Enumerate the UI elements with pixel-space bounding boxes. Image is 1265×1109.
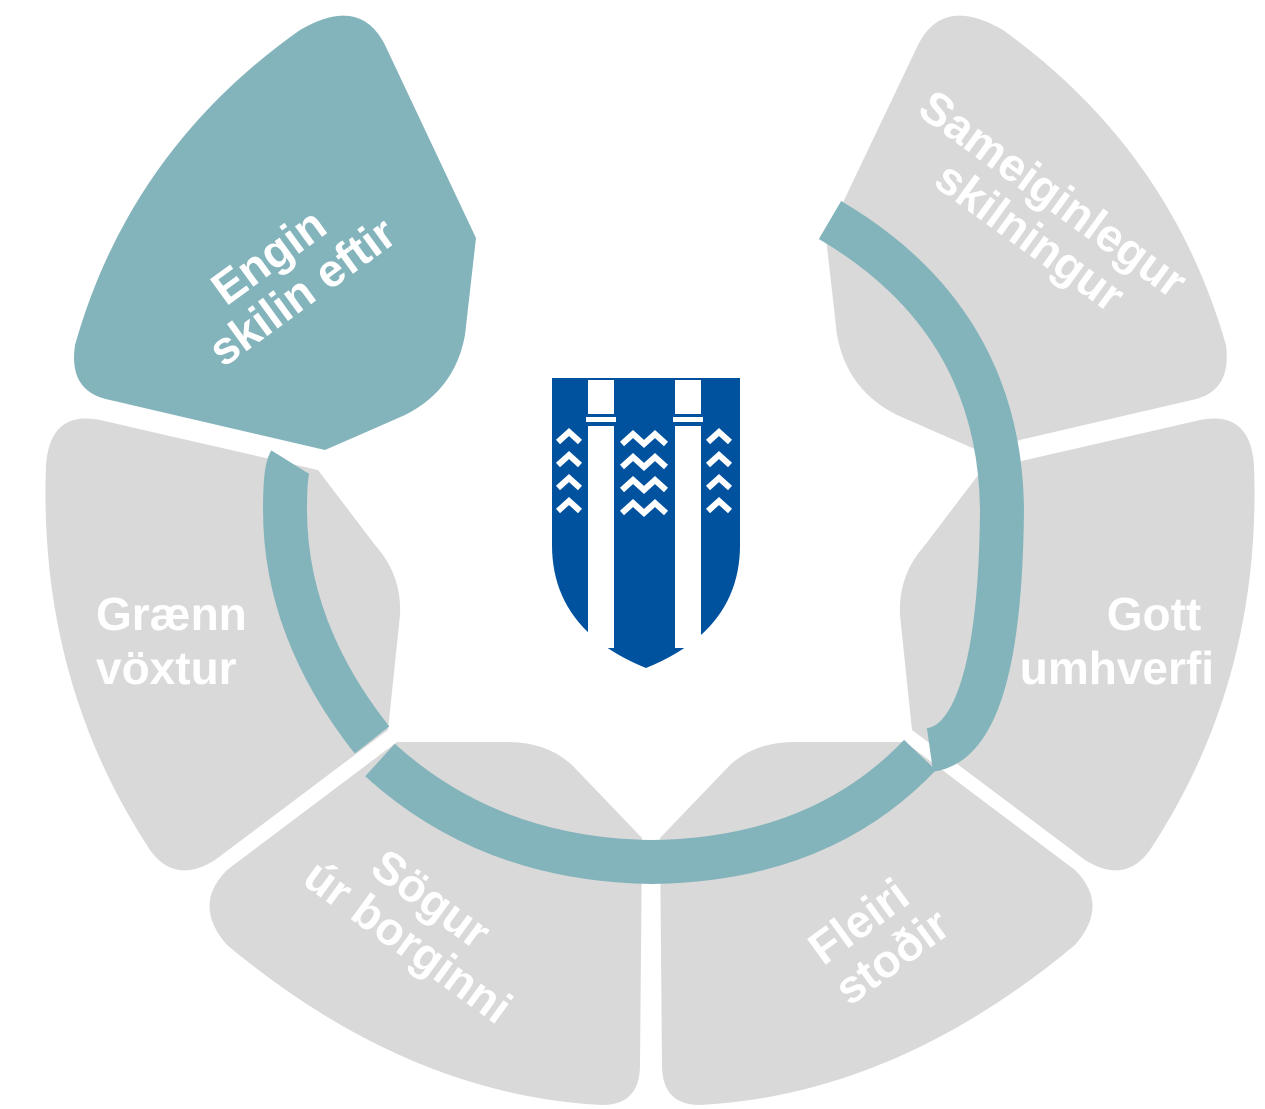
crest-pillar-left: [586, 380, 616, 648]
segment-graenn-voxtur-shape: [45, 418, 401, 871]
ring-arc-bottom: [365, 739, 936, 885]
segment-sameiginlegur-skilningur-shape: [826, 15, 1227, 451]
segment-engin-skilin-eftir[interactable]: Engin skilin eftir: [74, 15, 476, 451]
crest-pillar-right: [673, 380, 703, 648]
crest-waves: [555, 427, 733, 518]
reykjavik-coat-of-arms-icon: [552, 378, 740, 668]
ring-arc-left: [262, 450, 390, 754]
crest-shield: [552, 378, 740, 668]
progress-ring: [262, 201, 1025, 885]
segment-engin-skilin-eftir-shape: [74, 15, 476, 451]
ring-arc-right: [818, 201, 1025, 772]
